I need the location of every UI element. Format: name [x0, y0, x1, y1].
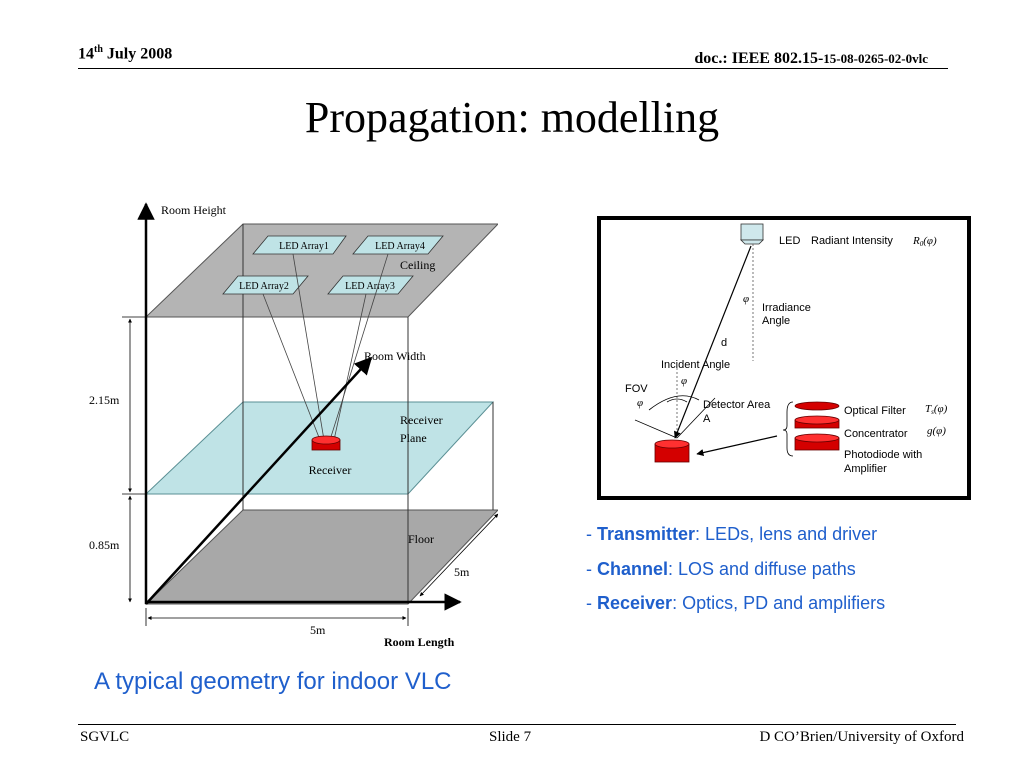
led-source	[740, 223, 764, 241]
receiver-plane-label-1: Receiver	[400, 413, 443, 427]
room-height-label: Room Height	[161, 203, 227, 217]
ts-symbol: T	[925, 403, 932, 415]
room-length-label: Room Length	[384, 635, 455, 649]
svg-text:R0(φ): R0(φ)	[912, 235, 937, 248]
los-path	[674, 245, 752, 439]
receiver-plane-label-2: Plane	[400, 431, 427, 445]
led-label: LED	[779, 235, 800, 247]
bullet-channel: - Channel: LOS and diffuse paths	[586, 559, 856, 579]
led-array-3	[327, 275, 414, 295]
fov-psi: φ	[637, 397, 643, 409]
receiver-label: Receiver	[309, 463, 352, 477]
photodiode-label-1: Photodiode with	[844, 449, 922, 461]
bullet-transmitter: - Transmitter: LEDs, lens and driver	[586, 524, 878, 544]
bullet-receiver: - Receiver: Optics, PD and amplifiers	[586, 593, 886, 613]
r0-symbol: R	[912, 235, 920, 247]
led-array-1	[252, 235, 347, 255]
svg-text:Ts(φ): Ts(φ)	[925, 403, 948, 416]
led-array-2	[222, 275, 309, 295]
led-array-1-label: LED Array1	[279, 241, 329, 252]
floor-plane	[144, 509, 498, 605]
slide-title: Propagation: modelling	[304, 93, 720, 142]
led-array-4	[352, 235, 444, 255]
concentrator-label: Concentrator	[844, 428, 908, 440]
radiant-intensity-label: Radiant Intensity	[811, 235, 893, 247]
dimension-5m-width: 5m	[454, 565, 470, 579]
irradiance-phi: φ	[743, 293, 749, 305]
incident-psi: φ	[681, 375, 687, 387]
footer-author: D CO’Brien/University of Oxford	[759, 729, 964, 745]
dimension-5m-length: 5m	[310, 623, 326, 637]
dimension-2-15m: 2.15m	[89, 393, 120, 407]
detector-area-label-1: Detector Area	[703, 399, 771, 411]
dimension-0-85m: 0.85m	[89, 538, 120, 552]
optical-filter-label: Optical Filter	[844, 405, 906, 417]
room-geometry-diagram: LED Array1 LED Array4 LED Array2 LED Arr…	[88, 202, 498, 649]
optical-filter-part	[794, 401, 840, 411]
led-array-4-label: LED Array4	[375, 241, 425, 252]
distance-d: d	[721, 337, 727, 349]
led-array-2-label: LED Array2	[239, 281, 289, 292]
link-geometry-diagram: LED Radiant Intensity R0(φ) φ Irradiance…	[597, 216, 971, 500]
svg-text:g(φ): g(φ)	[927, 425, 946, 437]
irradiance-label-2: Angle	[762, 315, 790, 327]
header-doc-id: doc.: IEEE 802.15-15-08-0265-02-0vlc	[694, 50, 928, 67]
ceiling-label: Ceiling	[400, 258, 435, 272]
header-divider	[78, 68, 948, 69]
footer-left: SGVLC	[80, 729, 130, 745]
irradiance-label-1: Irradiance	[762, 302, 811, 314]
incident-angle-label: Incident Angle	[661, 359, 730, 371]
header-date: 14th July 2008	[78, 44, 173, 63]
detector-area-label-2: A	[703, 413, 711, 425]
g-symbol: g	[927, 425, 933, 437]
led-array-3-label: LED Array3	[345, 281, 395, 292]
photodiode-label-2: Amplifier	[844, 463, 887, 475]
room-width-arrow	[145, 356, 373, 605]
footer-divider	[78, 724, 956, 725]
receiver-top	[311, 435, 341, 445]
footer-slide-number: Slide 7	[489, 729, 532, 745]
floor-label: Floor	[408, 532, 434, 546]
figure-caption: A typical geometry for indoor VLC	[94, 668, 452, 695]
room-width-label: Room Width	[364, 349, 426, 363]
fov-label: FOV	[625, 383, 648, 395]
